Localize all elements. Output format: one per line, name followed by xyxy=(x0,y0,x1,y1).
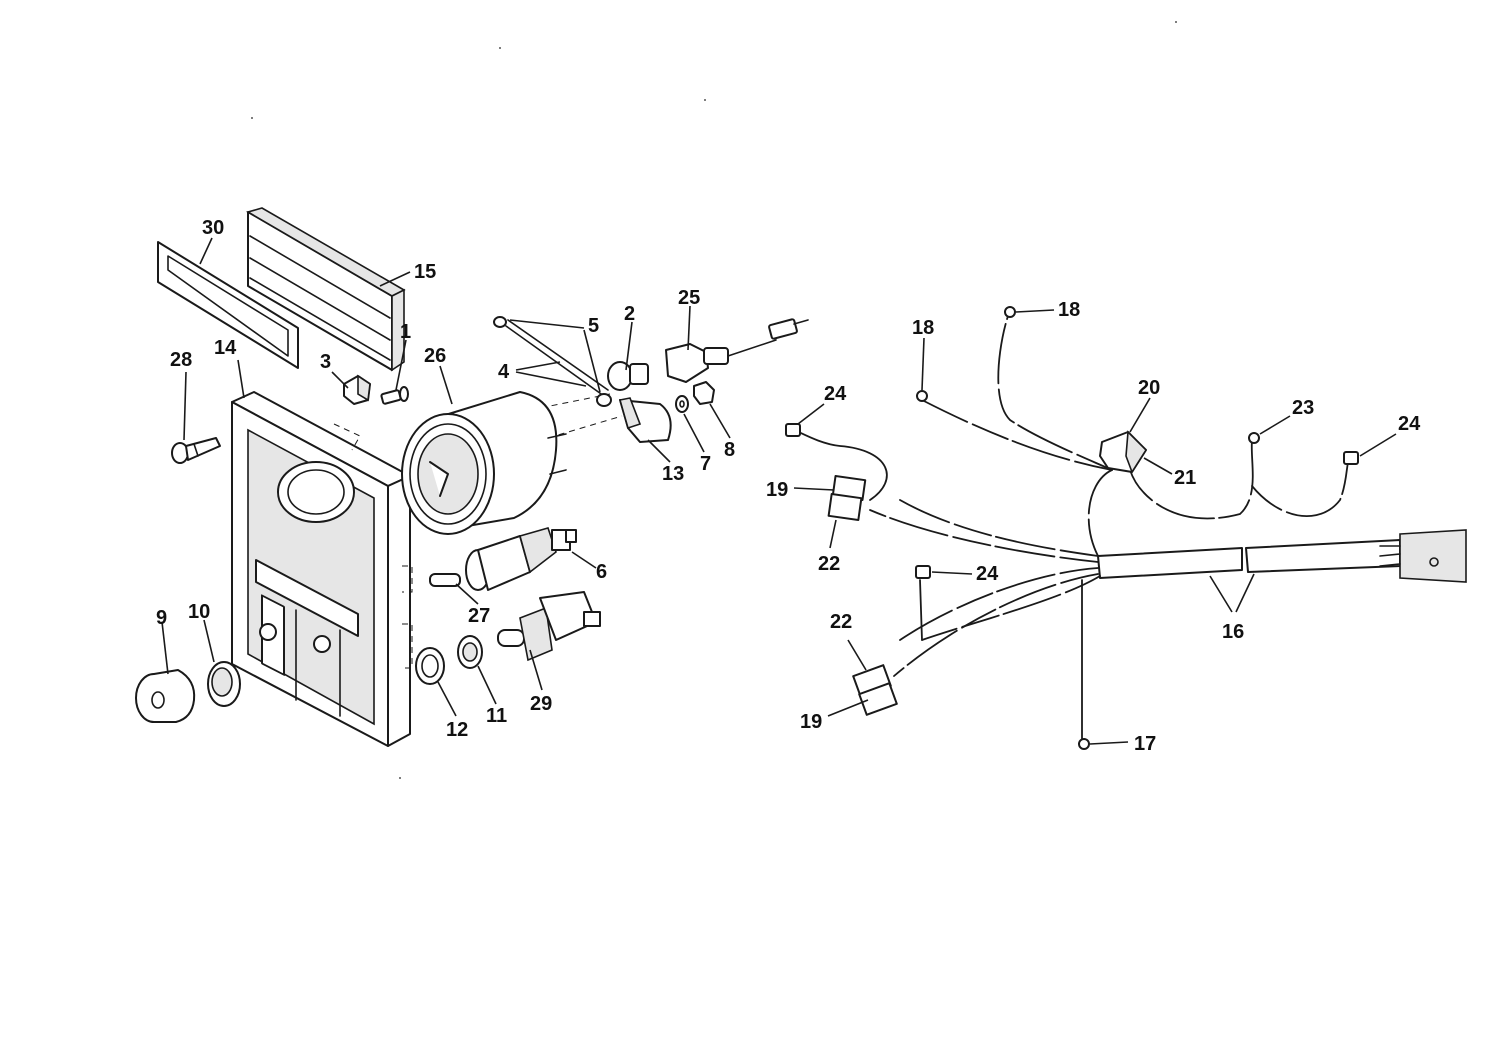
callout-4: 4 xyxy=(498,361,510,383)
part-12-washer xyxy=(415,647,445,685)
part-20-21-relay xyxy=(1099,430,1148,474)
callout-18-right: 18 xyxy=(1058,299,1080,321)
part-14-panel-housing xyxy=(231,391,411,747)
callout-6: 6 xyxy=(596,561,607,583)
callout-30: 30 xyxy=(202,217,224,239)
part-29-switch xyxy=(497,591,601,662)
callout-labels: 30 15 28 14 3 1 26 5 4 2 25 13 7 8 6 27 … xyxy=(156,217,1421,755)
part-6-knob xyxy=(465,527,577,591)
part-19-22-connector-lower xyxy=(852,664,898,716)
callout-7: 7 xyxy=(700,453,711,475)
harness-wires xyxy=(793,315,1351,741)
callout-29: 29 xyxy=(530,693,552,715)
callout-23: 23 xyxy=(1292,397,1314,419)
part-16-harness-trunk xyxy=(1097,529,1467,583)
part-7-washer xyxy=(675,395,689,413)
callout-leaders xyxy=(161,237,1397,745)
part-30-gasket xyxy=(157,241,299,369)
callout-20: 20 xyxy=(1138,377,1160,399)
part-3-nut xyxy=(343,374,371,405)
callout-22-upper: 22 xyxy=(818,553,840,575)
part-11-nut xyxy=(457,635,483,669)
callout-11: 11 xyxy=(486,705,507,727)
callout-19-lower: 19 xyxy=(800,711,822,733)
part-2-bulb xyxy=(607,361,649,391)
callout-24-middle: 24 xyxy=(976,563,999,585)
callout-26: 26 xyxy=(424,345,446,367)
callout-17: 17 xyxy=(1134,733,1156,755)
callout-12: 12 xyxy=(446,719,468,741)
callout-13: 13 xyxy=(662,463,684,485)
harness-terminals xyxy=(785,306,1359,750)
part-10-nut xyxy=(207,661,241,707)
callout-19-upper: 19 xyxy=(766,479,788,501)
part-8-nut xyxy=(693,381,715,405)
part-27-fuse xyxy=(429,573,461,587)
callout-21: 21 xyxy=(1174,467,1196,489)
callout-28: 28 xyxy=(170,349,192,371)
callout-10: 10 xyxy=(188,601,210,623)
part-13-clamp xyxy=(618,397,672,443)
scan-specks xyxy=(251,21,1177,779)
callout-2: 2 xyxy=(624,303,635,325)
part-19-22-connector-upper xyxy=(827,475,867,521)
callout-27: 27 xyxy=(468,605,490,627)
callout-9: 9 xyxy=(156,607,167,629)
part-15-bezel-strip xyxy=(245,207,406,372)
part-9-cap xyxy=(135,669,196,723)
part-26-gauge xyxy=(401,391,567,535)
part-28-screw xyxy=(171,437,221,464)
callout-1: 1 xyxy=(400,321,411,343)
part-25-socket xyxy=(665,318,809,383)
part-1-screw xyxy=(380,386,409,405)
callout-24-upper-right: 24 xyxy=(1398,413,1421,435)
callout-24-upper-left: 24 xyxy=(824,383,847,405)
callout-14: 14 xyxy=(214,337,237,359)
callout-5: 5 xyxy=(588,315,599,337)
part-4-5-wire xyxy=(493,316,612,407)
callout-15: 15 xyxy=(414,261,436,283)
callout-18-left: 18 xyxy=(912,317,934,339)
callout-25: 25 xyxy=(678,287,700,309)
callout-22-lower: 22 xyxy=(830,611,852,633)
callout-8: 8 xyxy=(724,439,735,461)
callout-3: 3 xyxy=(320,351,331,373)
callout-16: 16 xyxy=(1222,621,1244,643)
